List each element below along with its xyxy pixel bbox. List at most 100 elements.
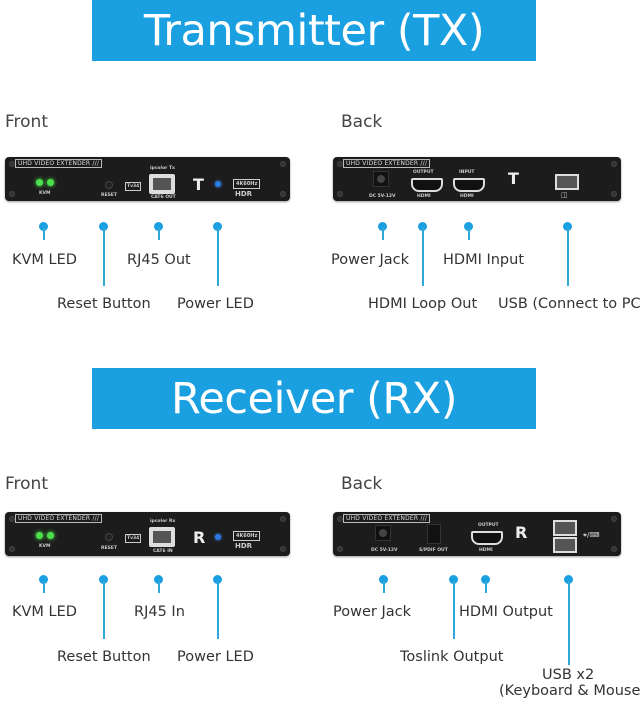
toslink-port[interactable] (427, 524, 441, 544)
rj45-port[interactable] (149, 527, 175, 547)
tx-front-panel: UHD VIDEO EXTENDER /// KVM RESET Tv34 ip… (5, 157, 290, 201)
callout-dot (213, 222, 222, 231)
screw-icon (9, 546, 15, 552)
screw-icon (9, 191, 15, 197)
reset-button[interactable] (105, 533, 113, 541)
callout-dot (481, 575, 490, 584)
callout-hdmi-loop-out: HDMI Loop Out (368, 296, 478, 312)
hdmi-label: HDMI (417, 194, 431, 199)
screw-icon (611, 546, 617, 552)
rx-back-panel: UHD VIDEO EXTENDER /// DC 5V-12V S/PDIF … (333, 512, 621, 556)
screw-icon (9, 161, 15, 167)
callout-dot (154, 222, 163, 231)
callout-dot (564, 575, 573, 584)
callout-kvm-led: KVM LED (12, 604, 77, 620)
transmitter-banner: Transmitter (TX) (92, 0, 536, 61)
pc-icon: ◫ (561, 191, 568, 199)
screw-icon (611, 191, 617, 197)
callout-line (217, 581, 219, 639)
rx-letter: R (515, 523, 528, 542)
callout-dot (418, 222, 427, 231)
rx-front-panel: UHD VIDEO EXTENDER /// KVM RESET Tv34 ip… (5, 512, 290, 556)
usb-port[interactable] (555, 174, 579, 190)
callout-dot (39, 222, 48, 231)
callout-reset-button: Reset Button (57, 649, 151, 665)
callout-line (158, 228, 160, 240)
screw-icon (337, 546, 343, 552)
reset-label: RESET (101, 193, 117, 198)
hdmi-label: HDMI (460, 194, 474, 199)
hdr-label: HDR (235, 190, 253, 198)
callout-reset-button: Reset Button (57, 296, 151, 312)
callout-line (43, 581, 45, 593)
resolution-badge: 4K60Hz (233, 179, 261, 189)
callout-line (485, 581, 487, 593)
callout-usb: USB (Connect to PC) (498, 296, 640, 312)
output-label: OUTPUT (478, 523, 499, 528)
callout-toslink-output: Toslink Output (400, 649, 504, 665)
rx-letter: R (193, 528, 206, 547)
brand-tag: UHD VIDEO EXTENDER /// (15, 514, 103, 523)
power-label: DC 5V-12V (369, 194, 396, 199)
usb-port-1[interactable] (553, 520, 577, 536)
callout-dot (99, 222, 108, 231)
model-label: ipcolor Tx (150, 166, 175, 171)
rx-back-heading: Back (341, 474, 383, 494)
screw-icon (611, 516, 617, 522)
tx-letter: T (508, 169, 519, 188)
callout-hdmi-input: HDMI Input (443, 252, 525, 268)
callout-line (568, 581, 570, 665)
callout-hdmi-output: HDMI Output (459, 604, 553, 620)
callout-power-led: Power LED (177, 649, 254, 665)
callout-dot (378, 222, 387, 231)
power-jack[interactable] (373, 171, 389, 187)
tx-front-heading: Front (5, 112, 48, 132)
hdmi-output-port[interactable] (411, 178, 443, 192)
rj45-port[interactable] (149, 174, 175, 194)
hdmi-input-port[interactable] (453, 178, 485, 192)
callout-dot (464, 222, 473, 231)
hdr-label: HDR (235, 542, 253, 550)
callout-line (422, 228, 424, 286)
screw-icon (337, 161, 343, 167)
callout-line (567, 228, 569, 286)
callout-power-led: Power LED (177, 296, 254, 312)
screw-icon (280, 546, 286, 552)
callout-dot (99, 575, 108, 584)
screw-icon (280, 516, 286, 522)
screw-icon (337, 191, 343, 197)
kvm-led-icon (47, 179, 54, 186)
callout-dot (213, 575, 222, 584)
callout-line (43, 228, 45, 240)
power-jack[interactable] (375, 525, 391, 541)
rx-front-heading: Front (5, 474, 48, 494)
hdmi-label: HDMI (479, 548, 493, 553)
hdmi-output-port[interactable] (471, 531, 503, 545)
kvm-led-icon (47, 532, 54, 539)
callout-line (103, 581, 105, 639)
callout-power-jack: Power Jack (333, 604, 411, 620)
screw-icon (280, 191, 286, 197)
callout-line (382, 228, 384, 240)
power-led-icon (215, 181, 221, 187)
spdif-label: S/PDIF OUT (419, 548, 448, 553)
usb-port-2[interactable] (553, 537, 577, 553)
callout-line (158, 581, 160, 593)
brand-tag: UHD VIDEO EXTENDER /// (343, 514, 431, 523)
input-label: INPUT (459, 170, 475, 175)
callout-line (383, 581, 385, 593)
keyboard-mouse-icon: ⌖/⌨ (583, 531, 600, 539)
kvm-label: KVM (39, 544, 51, 549)
screw-icon (611, 161, 617, 167)
callout-usb-x2: USB x2 (542, 667, 595, 683)
kvm-led-icon (36, 532, 43, 539)
version-badge: Tv34 (125, 534, 142, 543)
screw-icon (9, 516, 15, 522)
reset-button[interactable] (105, 181, 113, 189)
callout-dot (154, 575, 163, 584)
screw-icon (280, 161, 286, 167)
callout-usb-desc: (Keyboard & Mouse) (499, 683, 640, 699)
callout-dot (449, 575, 458, 584)
tx-back-heading: Back (341, 112, 383, 132)
tx-letter: T (193, 175, 204, 194)
